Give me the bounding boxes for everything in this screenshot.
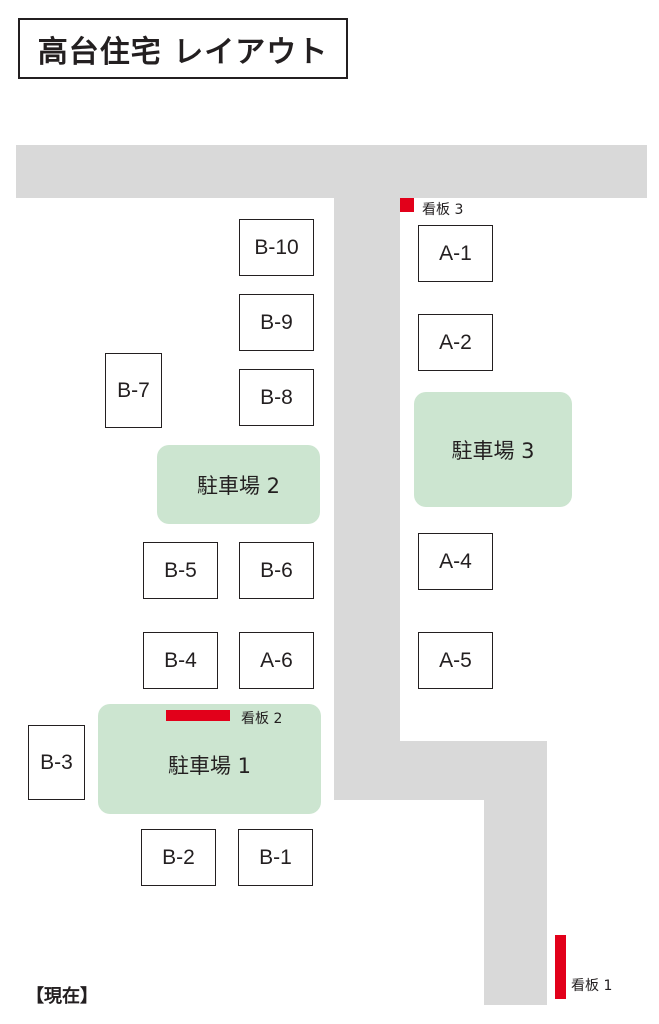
sign-1-marker bbox=[555, 935, 566, 999]
parking-area-3: 駐車場 3 bbox=[414, 392, 572, 507]
sign-2-label: 看板 2 bbox=[241, 711, 283, 727]
page-title-text: 高台住宅 レイアウト bbox=[37, 34, 329, 70]
sign-1-label: 看板 1 bbox=[571, 978, 613, 994]
sign-3-marker bbox=[400, 198, 414, 212]
lot-b5[interactable]: B-5 bbox=[143, 542, 218, 599]
parking-area-3-label: 駐車場 3 bbox=[451, 438, 535, 463]
lot-b7-label: B-7 bbox=[117, 378, 150, 402]
sign-2-marker bbox=[166, 710, 230, 721]
sign-3-label: 看板 3 bbox=[422, 202, 464, 218]
lot-b6[interactable]: B-6 bbox=[239, 542, 314, 599]
lot-b2-label: B-2 bbox=[162, 845, 195, 869]
lot-b6-label: B-6 bbox=[260, 558, 293, 582]
lot-a1-label: A-1 bbox=[439, 241, 472, 265]
lot-b8-label: B-8 bbox=[260, 385, 293, 409]
lot-a6-label: A-6 bbox=[260, 648, 293, 672]
road-vertical-main bbox=[334, 145, 400, 800]
parking-area-2: 駐車場 2 bbox=[157, 445, 320, 524]
lot-a4[interactable]: A-4 bbox=[418, 533, 493, 590]
parking-area-1-label: 駐車場 1 bbox=[167, 754, 252, 778]
lot-a5-label: A-5 bbox=[439, 648, 472, 672]
lot-b3[interactable]: B-3 bbox=[28, 725, 85, 800]
lot-b5-label: B-5 bbox=[164, 558, 197, 582]
lot-b3-label: B-3 bbox=[40, 750, 73, 774]
lot-b7[interactable]: B-7 bbox=[105, 353, 162, 428]
lot-b4-label: B-4 bbox=[164, 648, 197, 672]
page-title: 高台住宅 レイアウト bbox=[18, 18, 348, 79]
parking-area-1: 駐車場 1 bbox=[98, 704, 321, 814]
lot-b10[interactable]: B-10 bbox=[239, 219, 314, 276]
lot-b1[interactable]: B-1 bbox=[238, 829, 313, 886]
lot-b9[interactable]: B-9 bbox=[239, 294, 314, 351]
lot-a5[interactable]: A-5 bbox=[418, 632, 493, 689]
lot-a1[interactable]: A-1 bbox=[418, 225, 493, 282]
lot-b4[interactable]: B-4 bbox=[143, 632, 218, 689]
lot-a2-label: A-2 bbox=[439, 330, 472, 354]
lot-b8[interactable]: B-8 bbox=[239, 369, 314, 426]
status-label: 【現在】 bbox=[26, 986, 98, 1007]
parking-area-2-label: 駐車場 2 bbox=[196, 473, 281, 498]
lot-a4-label: A-4 bbox=[439, 549, 472, 573]
lot-b10-label: B-10 bbox=[254, 235, 299, 259]
lot-a6[interactable]: A-6 bbox=[239, 632, 314, 689]
lot-b9-label: B-9 bbox=[260, 310, 293, 334]
road-vertical-bottom bbox=[484, 741, 547, 1005]
lot-b2[interactable]: B-2 bbox=[141, 829, 216, 886]
road-horizontal-top bbox=[16, 145, 647, 198]
lot-a2[interactable]: A-2 bbox=[418, 314, 493, 371]
lot-b1-label: B-1 bbox=[259, 845, 292, 869]
